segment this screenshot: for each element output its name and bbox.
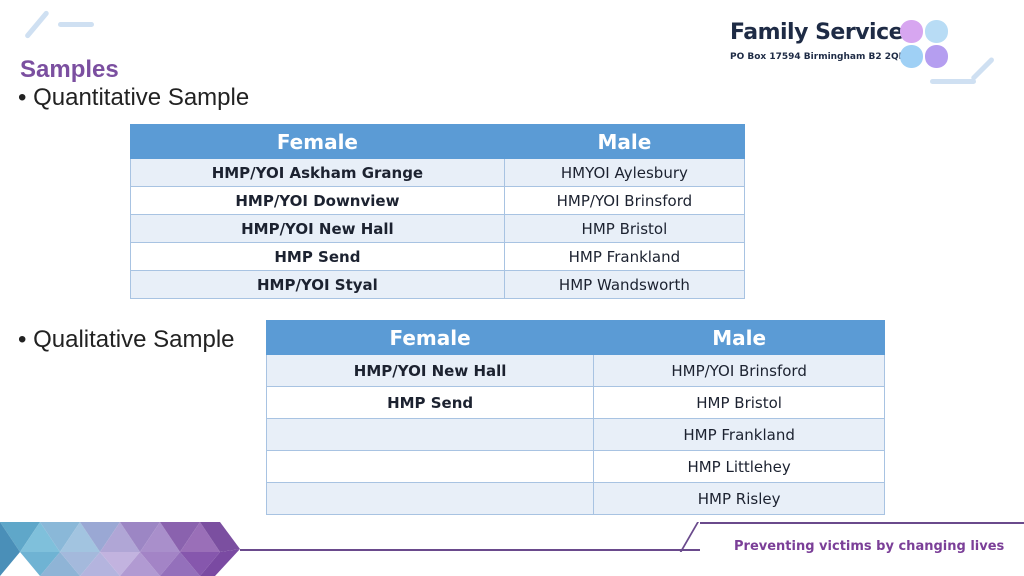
table-row: HMP Frankland (265, 418, 885, 451)
footer-divider-line (679, 522, 699, 552)
decorative-line (930, 79, 976, 84)
female-column-header: Female (265, 320, 595, 355)
table-row: HMP Risley (265, 482, 885, 515)
table-header-row: Female Male (130, 124, 746, 159)
female-prison-cell: HMP/YOI Styal (130, 270, 505, 299)
female-prison-cell: HMP/YOI New Hall (265, 354, 595, 387)
male-column-header: Male (503, 124, 746, 159)
table-row: HMP Send HMP Frankland (130, 242, 746, 271)
table-row: HMP Littlehey (265, 450, 885, 483)
footer-divider-line (700, 522, 1024, 524)
male-prison-cell: HMP Wandsworth (503, 270, 746, 299)
female-prison-cell: HMP/YOI Downview (130, 186, 505, 215)
logo-name: Family Services (730, 20, 916, 45)
quantitative-sample-label: Quantitative Sample (33, 84, 250, 111)
male-prison-cell: HMP/YOI Brinsford (593, 354, 885, 387)
table-row: HMP/YOI Askham Grange HMYOI Aylesbury (130, 158, 746, 187)
male-prison-cell: HMP/YOI Brinsford (503, 186, 746, 215)
male-prison-cell: HMP Frankland (503, 242, 746, 271)
qualitative-sample-table: Female Male HMP/YOI New Hall HMP/YOI Bri… (265, 320, 885, 515)
quantitative-sample-bullet: • Quantitative Sample (18, 84, 250, 111)
footer-tagline: Preventing victims by changing lives (734, 539, 1005, 554)
male-prison-cell: HMP Bristol (593, 386, 885, 419)
decorative-line (24, 9, 50, 40)
footer-triangle-pattern (0, 522, 240, 576)
male-prison-cell: HMYOI Aylesbury (503, 158, 746, 187)
table-row: HMP Send HMP Bristol (265, 386, 885, 419)
female-prison-cell: HMP Send (130, 242, 505, 271)
decorative-line (58, 22, 94, 27)
slide-title: Samples (20, 56, 119, 83)
female-prison-cell (265, 450, 595, 483)
table-row: HMP/YOI New Hall HMP/YOI Brinsford (265, 354, 885, 387)
female-prison-cell: HMP Send (265, 386, 595, 419)
table-row: HMP/YOI Styal HMP Wandsworth (130, 270, 746, 299)
clover-logo-icon (900, 20, 948, 68)
male-prison-cell: HMP Littlehey (593, 450, 885, 483)
male-prison-cell: HMP Bristol (503, 214, 746, 243)
male-column-header: Male (593, 320, 885, 355)
table-row: HMP/YOI New Hall HMP Bristol (130, 214, 746, 243)
qualitative-sample-label: Qualitative Sample (33, 326, 235, 353)
footer: Preventing victims by changing lives (0, 522, 1024, 576)
footer-divider-line (240, 549, 700, 551)
female-column-header: Female (130, 124, 505, 159)
table-header-row: Female Male (265, 320, 885, 355)
female-prison-cell (265, 482, 595, 515)
female-prison-cell: HMP/YOI Askham Grange (130, 158, 505, 187)
female-prison-cell (265, 418, 595, 451)
female-prison-cell: HMP/YOI New Hall (130, 214, 505, 243)
logo-address: PO Box 17594 Birmingham B2 2QP (730, 52, 906, 62)
table-row: HMP/YOI Downview HMP/YOI Brinsford (130, 186, 746, 215)
qualitative-sample-bullet: • Qualitative Sample (18, 326, 235, 353)
family-services-logo: Family Services PO Box 17594 Birmingham … (730, 20, 960, 70)
male-prison-cell: HMP Risley (593, 482, 885, 515)
quantitative-sample-table: Female Male HMP/YOI Askham Grange HMYOI … (130, 124, 746, 299)
decorative-line (970, 56, 995, 82)
male-prison-cell: HMP Frankland (593, 418, 885, 451)
